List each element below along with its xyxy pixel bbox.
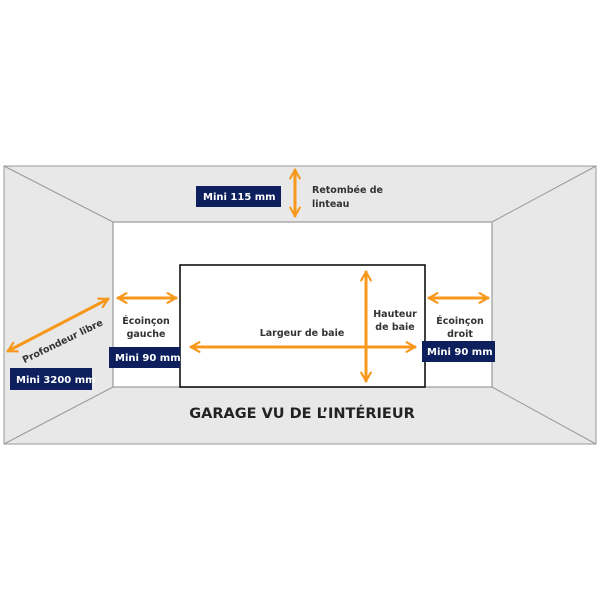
lintel-label-2: linteau: [312, 199, 349, 210]
lintel-min-badge: Mini 115 mm: [196, 186, 281, 207]
left-pier-min-badge: Mini 90 mm: [109, 347, 181, 368]
height-label-1: Hauteur: [373, 309, 417, 320]
right-pier-label-2: droit: [447, 329, 473, 340]
left-pier-label-1: Écoinçon: [122, 315, 170, 327]
depth-min: Mini 3200 mm: [16, 375, 96, 386]
width-label: Largeur de baie: [260, 328, 345, 339]
depth-min-badge: Mini 3200 mm: [10, 368, 96, 390]
lintel-label-1: Retombée de: [312, 185, 383, 196]
height-label-2: de baie: [375, 322, 414, 333]
right-pier-min: Mini 90 mm: [427, 347, 493, 358]
depth-arrow: [6, 297, 110, 353]
left-pier-min: Mini 90 mm: [115, 353, 181, 364]
door-opening: [179, 264, 426, 388]
perspective-lines: [3, 165, 597, 445]
left-pier-label-2: gauche: [127, 329, 166, 340]
diagram-title: GARAGE VU DE L’INTÉRIEUR: [189, 405, 415, 422]
lintel-min: Mini 115 mm: [203, 192, 276, 203]
right-pier-label-1: Écoinçon: [436, 315, 484, 327]
right-pier-min-badge: Mini 90 mm: [422, 341, 495, 362]
